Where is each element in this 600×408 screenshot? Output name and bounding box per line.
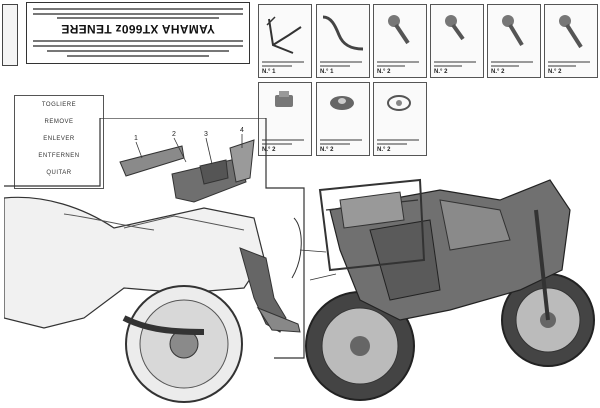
part-box-screw-d: N.° 2: [544, 4, 598, 78]
part-qty: N.° 1: [320, 69, 334, 75]
callout-4: 4: [240, 127, 244, 134]
nut-icon: [275, 91, 293, 107]
model-title: YAMAHA XT660z TENERE: [61, 22, 215, 36]
tube-icon: [322, 15, 364, 51]
part-box-screw-c: N.° 2: [487, 4, 541, 78]
part-box-screw-b: N.° 2: [430, 4, 484, 78]
footer-code: [595, 400, 596, 406]
callout-2: 2: [172, 131, 176, 138]
screw-icon: [559, 15, 583, 49]
lang-label-en: REMOVE: [44, 119, 74, 125]
part-box-nut: N.° 2: [258, 82, 312, 156]
spacer-icon: [387, 95, 411, 111]
remove-instruction-panel: TOGLIERE REMOVE ENLEVER ENTFERNEN QUITAR: [14, 95, 104, 189]
part-qty: N.° 2: [434, 69, 448, 75]
screw-icon: [445, 15, 465, 41]
part-qty: N.° 2: [548, 69, 562, 75]
callout-3: 3: [204, 131, 208, 138]
side-code-strip: [2, 4, 18, 66]
part-qty: N.° 2: [262, 147, 276, 153]
title-block: YAMAHA XT660z TENERE: [26, 2, 250, 64]
motorcycle-diagram: [300, 178, 595, 401]
screw-icon: [388, 15, 410, 45]
callout-1: 1: [134, 135, 138, 142]
removal-diagram: 1 2 3 4: [4, 118, 305, 403]
part-qty: N.° 1: [262, 69, 276, 75]
lang-label-fr: ENLEVER: [43, 136, 75, 142]
bracket-icon: [266, 16, 302, 54]
part-box-washer: N.° 2: [316, 82, 370, 156]
screw-icon: [502, 15, 524, 47]
part-qty: N.° 2: [377, 147, 391, 153]
part-qty: N.° 2: [320, 147, 334, 153]
lang-label-it: TOGLIERE: [41, 102, 77, 108]
part-box-bracket: N.° 1: [258, 4, 312, 78]
lang-label-de: ENTFERNEN: [38, 153, 80, 159]
part-qty: N.° 2: [491, 69, 505, 75]
part-box-screw-a: N.° 2: [373, 4, 427, 78]
part-qty: N.° 2: [377, 69, 391, 75]
lang-label-es: QUITAR: [46, 170, 72, 176]
part-box-tube: N.° 1: [316, 4, 370, 78]
washer-icon: [330, 96, 354, 110]
part-box-spacer: N.° 2: [373, 82, 427, 156]
